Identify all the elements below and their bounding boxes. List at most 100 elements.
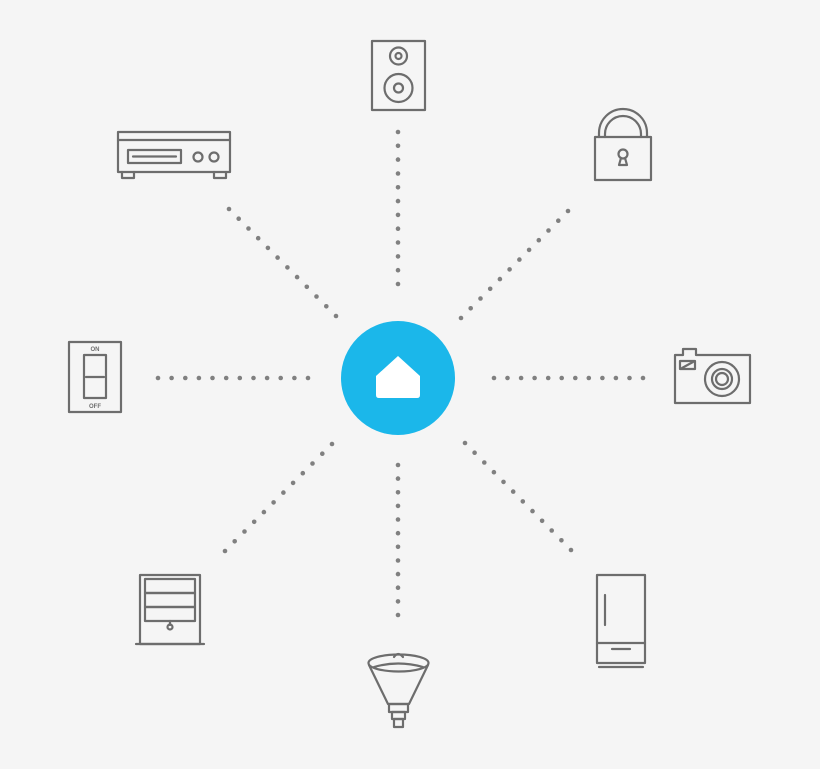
connector-dot bbox=[155, 375, 161, 381]
connector-dot bbox=[183, 375, 188, 381]
connector-dot bbox=[329, 441, 335, 447]
connector-dot bbox=[532, 375, 537, 381]
switch-off-label: OFF bbox=[89, 404, 101, 410]
connector-dot bbox=[395, 240, 401, 245]
connector-refrigerator bbox=[462, 440, 574, 553]
connector-dot bbox=[640, 375, 646, 381]
connector-dot bbox=[320, 451, 325, 457]
connector-dot bbox=[196, 375, 202, 381]
connector-dot bbox=[251, 375, 256, 381]
connector-dot bbox=[290, 480, 296, 486]
connector-light-switch bbox=[155, 375, 311, 381]
connector-dot bbox=[395, 281, 401, 287]
connector-dot bbox=[242, 529, 247, 534]
connector-dot bbox=[395, 544, 401, 550]
connector-dot bbox=[169, 375, 174, 381]
connector-dot bbox=[549, 528, 554, 533]
connector-dot bbox=[565, 208, 571, 214]
connector-dot bbox=[255, 235, 261, 241]
connector-dot bbox=[236, 216, 241, 221]
connector-dot bbox=[556, 218, 561, 223]
connector-dot bbox=[395, 198, 401, 204]
connector-dot bbox=[462, 440, 468, 446]
connector-dot bbox=[395, 571, 401, 577]
connector-dot bbox=[520, 499, 526, 504]
connector-dot bbox=[300, 470, 306, 476]
connector-dot bbox=[501, 479, 506, 485]
connector-receiver bbox=[226, 206, 339, 319]
connector-dot bbox=[395, 143, 401, 149]
connector-dot bbox=[539, 518, 545, 524]
connector-dot bbox=[586, 375, 592, 381]
connector-dot bbox=[395, 129, 401, 135]
connector-dot bbox=[526, 247, 532, 253]
connector-dot bbox=[395, 185, 401, 190]
window-shade-icon[interactable] bbox=[134, 573, 206, 646]
connector-dot bbox=[468, 306, 474, 311]
connector-dot bbox=[518, 375, 524, 381]
connector-dot bbox=[487, 286, 493, 292]
connector-dot bbox=[395, 171, 401, 176]
connector-dot bbox=[395, 267, 401, 273]
connector-dot bbox=[559, 375, 564, 381]
connector-dot bbox=[251, 519, 257, 525]
camera-icon[interactable] bbox=[673, 347, 752, 405]
connector-dot bbox=[395, 212, 401, 218]
connector-dot bbox=[304, 284, 310, 290]
switch-on-label: ON bbox=[91, 347, 100, 353]
connector-dot bbox=[395, 612, 401, 618]
speaker-icon[interactable] bbox=[370, 39, 427, 112]
connector-dot bbox=[395, 462, 401, 468]
connector-dot bbox=[507, 267, 512, 272]
connector-dot bbox=[226, 206, 232, 212]
lock-icon[interactable] bbox=[593, 107, 653, 182]
receiver-icon[interactable] bbox=[116, 130, 232, 180]
connector-dot bbox=[395, 157, 401, 162]
connector-dot bbox=[536, 237, 542, 243]
connector-dot bbox=[545, 375, 551, 381]
connector-dot bbox=[294, 274, 300, 280]
connector-camera bbox=[491, 375, 646, 381]
connector-dot bbox=[222, 548, 228, 554]
connector-dot bbox=[246, 226, 251, 231]
connector-dot bbox=[237, 375, 243, 381]
connector-lines bbox=[155, 129, 646, 618]
connector-dot bbox=[310, 461, 315, 466]
connector-speaker bbox=[395, 129, 401, 287]
connector-dot bbox=[395, 503, 401, 509]
connector-light-bulb bbox=[395, 462, 401, 618]
home-icon bbox=[376, 356, 420, 398]
connector-dot bbox=[559, 538, 564, 543]
connector-dot bbox=[395, 226, 401, 231]
connector-dot bbox=[458, 315, 464, 321]
connector-dot bbox=[505, 375, 510, 381]
connector-dot bbox=[395, 476, 401, 481]
connector-dot bbox=[491, 469, 497, 475]
connector-dot bbox=[491, 375, 497, 381]
connector-dot bbox=[568, 547, 574, 553]
connector-dot bbox=[395, 585, 401, 590]
connector-dot bbox=[627, 375, 632, 381]
refrigerator-icon[interactable] bbox=[595, 573, 647, 669]
connector-dot bbox=[264, 375, 270, 381]
connector-dot bbox=[324, 304, 329, 309]
connector-dot bbox=[395, 558, 401, 563]
light-switch-icon[interactable]: ON OFF bbox=[67, 340, 123, 414]
connector-dot bbox=[395, 517, 401, 522]
hub[interactable] bbox=[341, 321, 455, 435]
connector-dot bbox=[600, 375, 605, 381]
connector-dot bbox=[223, 375, 229, 381]
light-bulb-icon[interactable] bbox=[367, 652, 430, 729]
connector-dot bbox=[271, 500, 276, 505]
connector-dot bbox=[573, 375, 578, 381]
connector-dot bbox=[278, 375, 284, 381]
connector-dot bbox=[517, 257, 522, 262]
connector-dot bbox=[395, 254, 401, 259]
connector-dot bbox=[530, 508, 535, 514]
connector-dot bbox=[281, 490, 286, 495]
connector-dot bbox=[395, 599, 401, 604]
connector-dot bbox=[292, 375, 297, 381]
connector-dot bbox=[285, 265, 290, 270]
connector-dot bbox=[482, 460, 487, 465]
connector-dot bbox=[210, 375, 215, 381]
